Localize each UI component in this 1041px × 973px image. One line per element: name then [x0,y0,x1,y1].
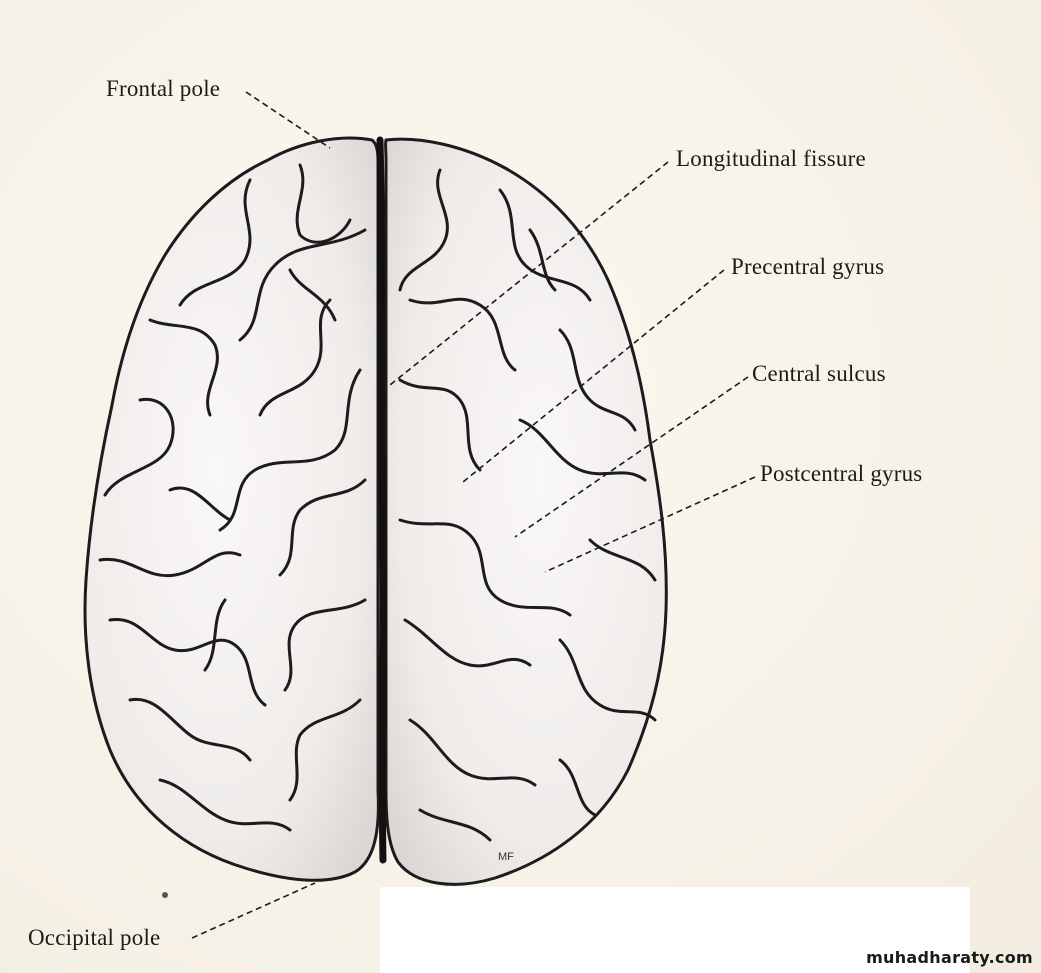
postcentral-gyrus-label: Postcentral gyrus [760,461,923,486]
watermark-backdrop [380,887,970,973]
frontal-pole-leader [245,91,331,149]
right-hemisphere-sulci [398,168,657,842]
central-sulcus-leader [514,376,749,538]
occipital-pole-leader [191,882,316,939]
central-sulcus-label: Central sulcus [752,361,886,386]
left-hemisphere-sulci [98,163,367,832]
left-hemisphere [83,136,380,882]
frontal-pole-label: Frontal pole [106,76,221,101]
longitudinal-fissure-line [376,136,387,864]
site-watermark: muhadharaty.com [866,948,1033,967]
ink-spot [162,892,168,898]
occipital-pole-label: Occipital pole [28,925,161,950]
right-hemisphere [384,137,668,886]
precentral-gyrus-label: Precentral gyrus [731,254,885,279]
postcentral-gyrus-leader [544,476,756,573]
longitudinal-fissure-label: Longitudinal fissure [676,146,866,171]
precentral-gyrus-leader [462,269,725,483]
artist-initials: MF [498,851,514,863]
